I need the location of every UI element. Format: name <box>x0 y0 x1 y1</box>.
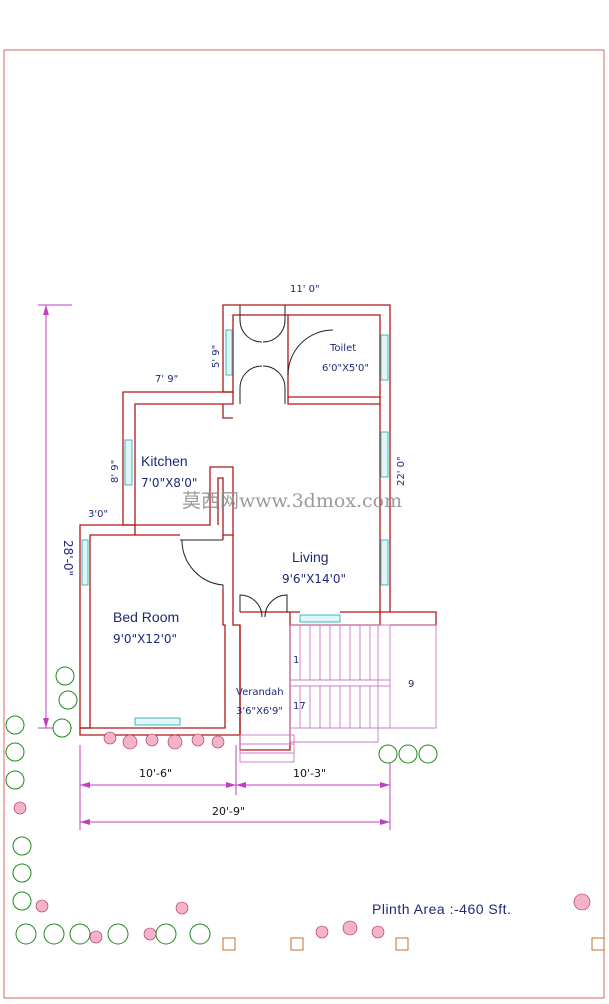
verandah-name: Verandah <box>236 687 284 698</box>
dim-kitchen-top: 7' 9" <box>155 374 178 385</box>
window-living-upper <box>380 431 389 478</box>
gate-posts <box>222 937 605 951</box>
flower-icon <box>175 901 189 915</box>
stair-side: 9 <box>408 679 414 690</box>
living-size: 9'6"X14'0" <box>282 572 346 586</box>
doors <box>180 305 334 618</box>
dim-kitchen-left: 8' 9" <box>110 460 121 483</box>
dim-overall-height: 28'-0" <box>61 540 75 576</box>
flower-icon <box>371 925 385 939</box>
dim-toilet-left: 5' 9" <box>211 345 222 368</box>
bedroom-size: 9'0"X12'0" <box>113 632 177 646</box>
living-name: Living <box>292 549 329 565</box>
flower-icon <box>13 801 27 815</box>
plinth-area: Plinth Area :-460 Sft. <box>372 901 511 917</box>
watermark: 莫西网www.3dmox.com <box>182 490 402 512</box>
flower-icon <box>143 927 157 941</box>
bedroom-name: Bed Room <box>113 609 179 625</box>
flower-icon <box>342 920 358 936</box>
plant-icon <box>52 666 78 738</box>
flower-icon <box>211 735 225 749</box>
verandah-size: 3'6"X6'9" <box>236 706 283 717</box>
window-toilet-right <box>380 334 389 381</box>
stair-last: 17 <box>293 701 306 712</box>
window-living-lower <box>380 539 389 586</box>
stair-first: 1 <box>293 655 299 666</box>
dim-bedroom-step: 3'0" <box>88 509 108 520</box>
plant-icon <box>378 744 438 764</box>
dim-bottom-total: 20'-9" <box>212 805 245 818</box>
plant-icon-group <box>5 666 438 945</box>
dim-living-right: 22' 0" <box>396 456 407 486</box>
staircase <box>239 624 437 763</box>
flower-icon <box>191 733 205 747</box>
flower-icon <box>145 733 159 747</box>
window-bedroom-bottom <box>134 717 181 726</box>
plant-icon <box>12 836 32 911</box>
flower-icon <box>167 734 183 750</box>
site-boundary <box>3 49 605 999</box>
dimension-lines <box>38 304 391 830</box>
flower-icon <box>315 925 329 939</box>
flower-icon-group <box>13 731 591 944</box>
dim-bottom-left: 10'-6" <box>139 767 172 780</box>
window-kitchen <box>124 439 133 486</box>
flower-icon <box>103 731 117 745</box>
kitchen-name: Kitchen <box>141 453 188 469</box>
toilet-size: 6'0"X5'0" <box>322 363 369 374</box>
window-bedroom-left <box>81 539 89 586</box>
dim-bottom-right: 10'-3" <box>293 767 326 780</box>
plant-icon <box>15 923 211 945</box>
window-living-bottom <box>299 614 341 623</box>
flower-icon <box>573 893 591 911</box>
dim-top: 11' 0" <box>290 284 320 295</box>
flower-icon <box>89 930 103 944</box>
flower-icon <box>122 734 138 750</box>
window-toilet-left <box>225 329 233 376</box>
flower-icon <box>35 899 49 913</box>
toilet-name: Toilet <box>329 343 356 354</box>
plant-icon <box>5 715 25 790</box>
windows <box>81 329 389 726</box>
kitchen-size: 7'0"X8'0" <box>141 476 197 490</box>
